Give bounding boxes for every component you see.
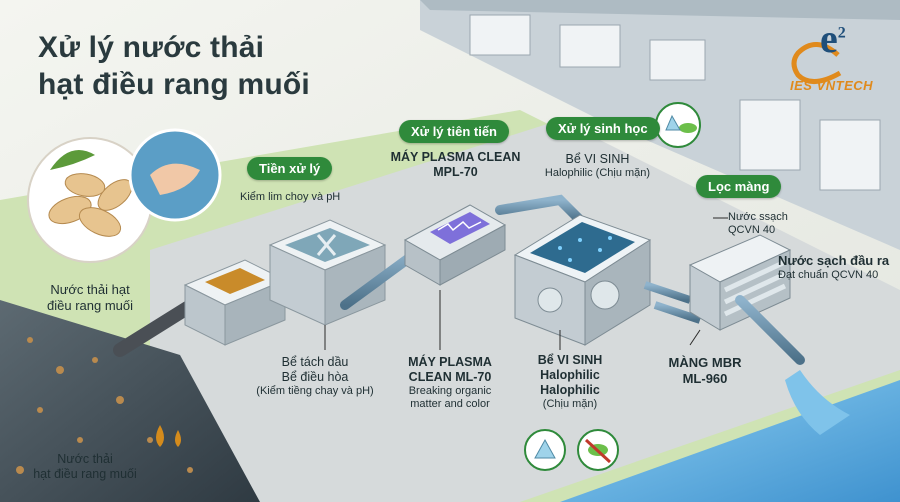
plasma-bottom-sub-2: matter and color [410,398,490,411]
river-label: Nước thải hạt điều rang muối [15,452,155,482]
logo-mark-icon [791,42,842,84]
river-line-1: Nước thải [57,452,113,466]
membrane-clean-line-2: QCVN 40 [728,224,776,237]
inflow-line-2: điều rang muối [47,297,133,313]
plasma-bottom-label: MÁY PLASMA CLEAN ML-70 Breaking organic … [395,355,505,411]
bio-bottom-label: Bể VI SINH Halophilic Halophilic (Chịu m… [520,353,620,411]
plasma-title-line-2: MPL-70 [433,165,478,179]
mbr-line-2: ML-960 [682,370,728,386]
page-title: Xử lý nước thải hạt điều rang muối [38,30,310,103]
bio-top-sub: Halophilic (Chịu mặn) [544,167,651,179]
membrane-clean-note: Nước ssạch QCVN 40 [728,211,788,237]
tank-line-1: Bể tách dầu [281,355,349,369]
title-line-2: hạt điều rang muối [38,67,310,101]
logo-letter: e2 [820,15,846,63]
bio-top-name: Bể VI SINH [565,152,630,166]
stage-tag-membrane: Lọc màng [696,175,782,198]
tank-sub: (Kiểm tiềng chay và pH) [256,385,374,397]
bio-bottom-line-1: Bể VI SINH [537,353,603,367]
plasma-bottom-line-1: MÁY PLASMA [408,355,492,369]
mbr-line-1: MÀNG MBR [668,355,742,370]
stage-tag-biological: Xử lý sinh học [546,117,660,140]
logo-superscript: 2 [837,24,846,42]
outflow-title: Nước sạch đầu ra [778,253,890,268]
inflow-label: Nước thải hạt điều rang muối [25,282,155,313]
mbr-label: MÀNG MBR ML-960 [660,355,750,386]
logo-brand: IES VNTECH [790,78,874,93]
outflow-sub: Đạt chuẩn QCVN 40 [778,268,879,281]
inflow-line-1: Nước thải hạt [50,282,130,297]
tank-line-2: Bể điều hòa [281,370,349,384]
outflow-label: Nước sạch đầu ra Đạt chuẩn QCVN 40 [778,253,889,282]
river-line-2: hạt điều rang muối [33,467,137,481]
bio-tank-top-label: Bể VI SINH Halophilic (Chịu mặn) [530,152,665,180]
bio-bottom-sub: (Chịu mặn) [542,398,598,410]
title-line-1: Xử lý nước thải [38,31,265,64]
pretreatment-note: Kiểm lim choy và pH [240,191,341,203]
plasma-machine-title: MÁY PLASMA CLEAN MPL-70 [378,150,533,180]
stage-tag-pretreatment: Tiền xử lý [247,157,333,180]
plasma-bottom-sub-1: Breaking organic [408,385,492,397]
tank-label: Bể tách dầu Bể điều hòa (Kiểm tiềng chay… [235,355,395,398]
plasma-title-line-1: MÁY PLASMA CLEAN [390,150,521,164]
bio-bottom-line-2: Halophilic [540,368,600,382]
membrane-clean-line-1: Nước ssạch [728,211,788,223]
bio-bottom-line-3: Halophilic [540,383,600,397]
plasma-bottom-line-2: CLEAN ML-70 [408,370,492,384]
stage-tag-advanced: Xử lý tiên tiến [399,120,509,143]
logo-mark: e [820,16,838,61]
